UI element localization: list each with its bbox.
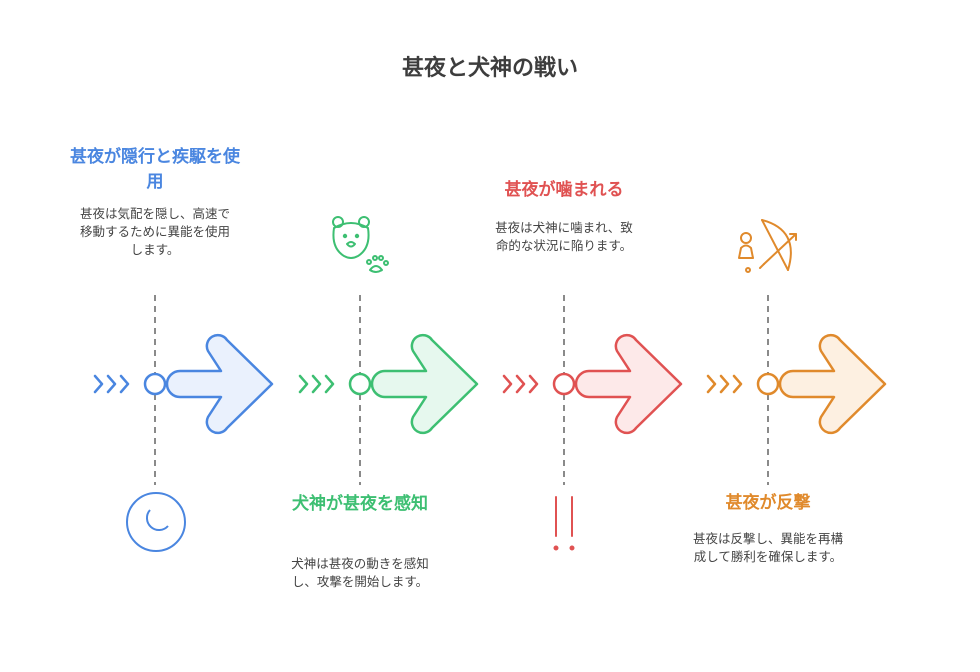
stage-3-arrow bbox=[574, 333, 683, 435]
stage-4-arrow bbox=[778, 333, 887, 435]
stage-3-heading: 甚夜が噛まれる bbox=[504, 180, 624, 200]
stage-1-description: 甚夜は気配を隠し、高速で移動するために異能を使用します。 bbox=[80, 206, 231, 257]
stage-4-node bbox=[756, 372, 780, 396]
stage-1 bbox=[93, 295, 274, 552]
bear-face-with-paw-icon bbox=[332, 216, 389, 273]
stage-2-node bbox=[348, 372, 372, 396]
stage-2 bbox=[298, 216, 479, 485]
stage-3-node bbox=[552, 372, 576, 396]
stage-3-description: 甚夜は犬神に噛まれ、致命的な状況に陥ります。 bbox=[495, 220, 633, 253]
stage-4-description: 甚夜は反撃し、異能を再構成して勝利を確保します。 bbox=[693, 531, 844, 564]
exclamation-marks-icon bbox=[553, 496, 575, 551]
stage-2-arrow bbox=[370, 333, 479, 435]
title: 甚夜と犬神の戦い bbox=[401, 56, 578, 81]
stage-2-heading: 犬神が甚夜を感知 bbox=[292, 494, 428, 514]
stage-1-arrow bbox=[165, 333, 274, 435]
stage-4-heading: 甚夜が反撃 bbox=[725, 493, 811, 513]
stage-1-node bbox=[143, 372, 167, 396]
stage-2-description: 犬神は甚夜の動きを感知し、攻撃を開始します。 bbox=[291, 556, 429, 589]
stage-1-chevrons bbox=[93, 374, 130, 394]
stage-3 bbox=[502, 295, 683, 551]
stage-4-chevrons bbox=[706, 374, 743, 394]
stage-4 bbox=[706, 219, 887, 485]
stage-3-chevrons bbox=[502, 374, 539, 394]
crescent-moon-icon bbox=[126, 492, 186, 552]
stage-2-chevrons bbox=[298, 374, 335, 394]
bow-and-arrow-icon bbox=[738, 219, 797, 273]
stage-1-heading: 甚夜が隠行と疾駆を使用 bbox=[70, 147, 240, 192]
